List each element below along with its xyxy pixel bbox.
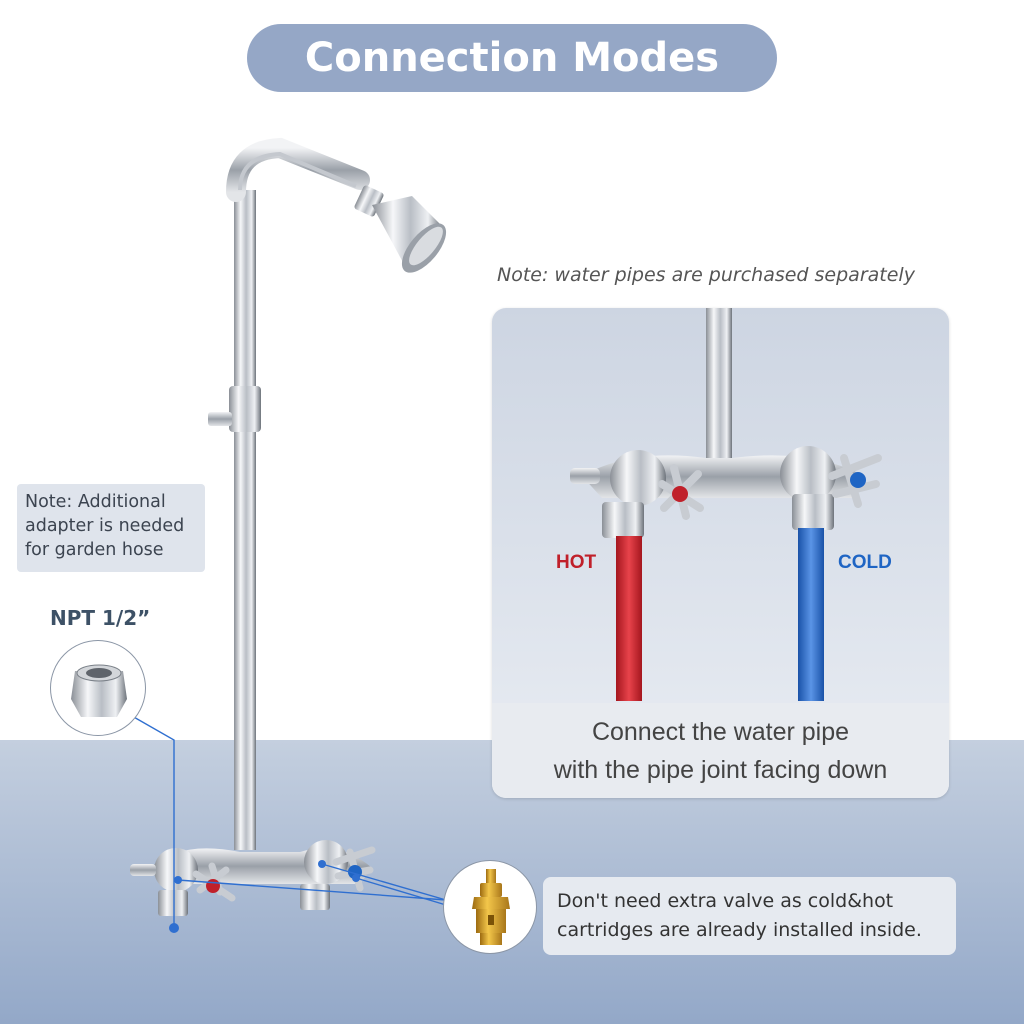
faucet-valve-icon <box>130 840 376 916</box>
connection-panel: Connect the water pipe with the pipe joi… <box>492 308 949 798</box>
callout-line-1: Don't need extra valve as cold&hot <box>557 890 894 912</box>
pipe-bracket <box>208 386 261 432</box>
callout-line-2: cartridges are already installed inside. <box>557 919 922 941</box>
cold-pipe <box>798 528 824 701</box>
adapter-note-line-2: adapter is needed <box>25 516 185 536</box>
hot-label: HOT <box>556 552 597 573</box>
adapter-note-line-1: Note: Additional <box>25 492 166 512</box>
riser-pipe <box>226 137 370 850</box>
adapter-note-line-3: for garden hose <box>25 540 164 560</box>
cartridge-callout: Don't need extra valve as cold&hot cartr… <box>543 877 956 955</box>
cartridge-detail <box>443 860 537 954</box>
panel-faucet-illustration <box>570 308 882 701</box>
adapter-note: Note: Additional adapter is needed for g… <box>17 484 205 572</box>
hot-pipe <box>616 536 642 701</box>
pipes-note: Note: water pipes are purchased separate… <box>497 264 915 286</box>
panel-caption: Connect the water pipe with the pipe joi… <box>492 703 949 798</box>
npt-label: NPT 1/2” <box>50 606 151 630</box>
adapter-fitting-icon <box>71 664 127 717</box>
brass-cartridge-icon <box>472 869 510 945</box>
adapter-detail <box>50 640 146 736</box>
connector-dots <box>169 860 360 933</box>
page-title: Connection Modes <box>247 24 777 92</box>
cold-label: COLD <box>838 552 892 573</box>
connector-lines <box>131 715 447 928</box>
panel-caption-line-1: Connect the water pipe <box>591 717 850 746</box>
shower-head-icon <box>354 185 447 273</box>
panel-caption-line-2: with the pipe joint facing down <box>553 755 888 784</box>
